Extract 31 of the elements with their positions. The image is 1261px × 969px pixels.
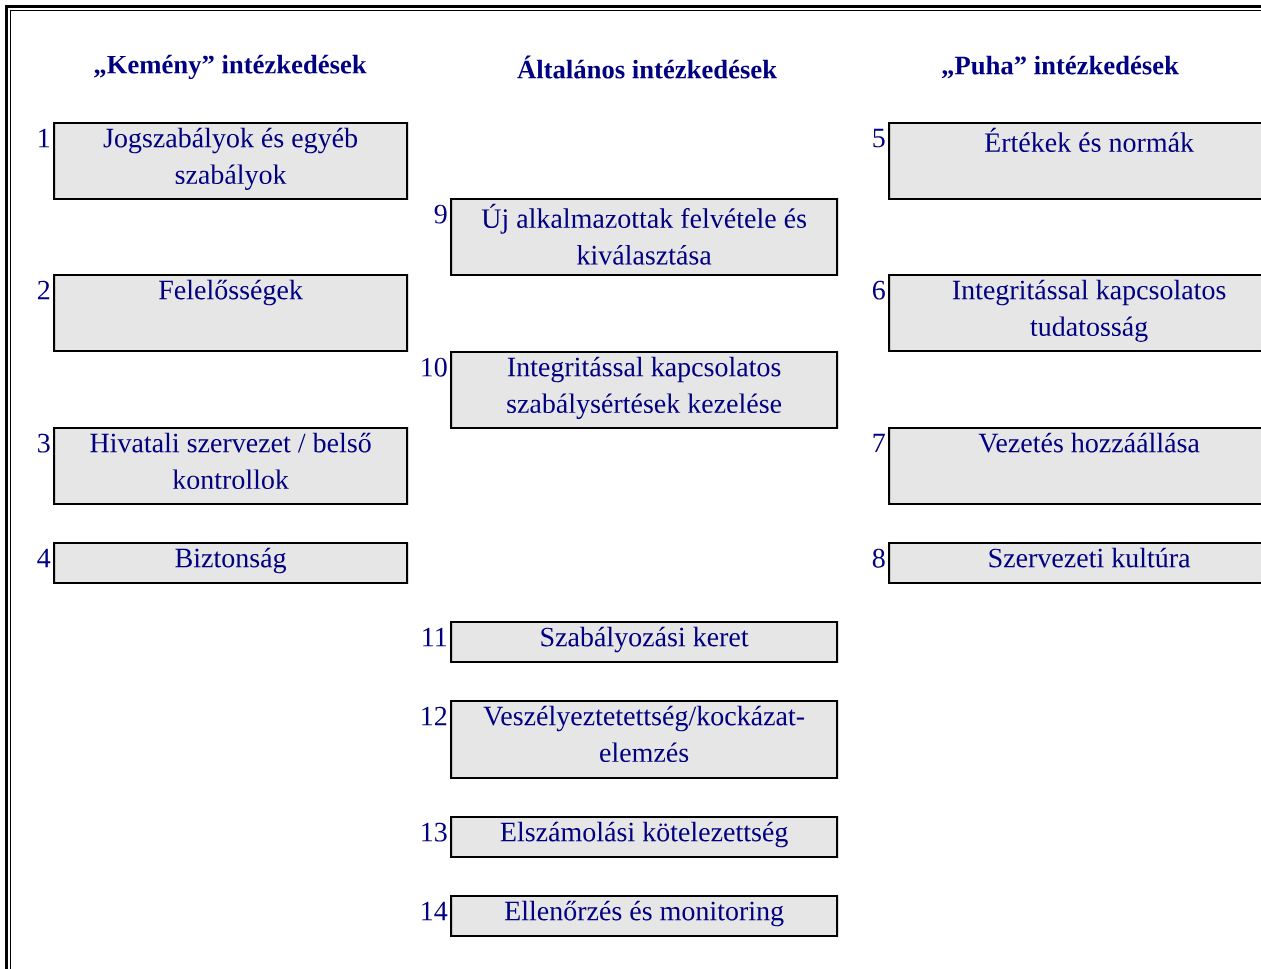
measure-box: Biztonság	[53, 542, 409, 585]
measure-box: Szervezeti kultúra	[888, 542, 1261, 585]
item-number: 6	[872, 280, 885, 300]
measure-box: Integritással kapcsolatos szabálysértések kezelése	[450, 351, 839, 430]
measure-box: Új alkalmazottak felvétele és kiválasztása	[450, 198, 839, 277]
item-number: 7	[873, 433, 885, 453]
measure-box: Integritással kapcsolatos tudatosság	[888, 274, 1261, 353]
item-number: 12	[422, 706, 447, 726]
item-number: 13	[422, 822, 447, 842]
measure-box: Elszámolási kötelezettség	[450, 816, 839, 859]
item-number: 10	[422, 357, 447, 377]
item-number: 5	[873, 128, 885, 148]
item-number: 9	[434, 204, 447, 224]
column-heading: Általános intézkedések	[517, 55, 777, 79]
column-heading: „Kemény” intézkedések	[94, 54, 367, 80]
item-number: 14	[422, 901, 448, 921]
item-number: 11	[423, 627, 447, 647]
measure-box: Értékek és normák	[888, 122, 1261, 201]
measure-box: Jogszabályok és egyéb szabályok	[53, 122, 409, 201]
item-number: 2	[37, 280, 50, 300]
item-number: 1	[39, 128, 50, 148]
item-number: 3	[38, 433, 50, 453]
measure-box: Ellenőrzés és monitoring	[450, 895, 839, 938]
item-number: 4	[37, 548, 51, 568]
measure-box: Felelősségek	[53, 274, 409, 353]
measure-box: Hivatali szervezet / belső kontrollok	[53, 427, 409, 506]
item-number: 8	[872, 548, 885, 568]
measure-box: Vezetés hozzáállása	[888, 427, 1261, 506]
measure-box: Szabályozási keret	[450, 621, 839, 664]
column-heading: „Puha” intézkedések	[941, 55, 1179, 79]
measure-box: Veszélyeztetettség/kockázat-elemzés	[450, 700, 839, 780]
